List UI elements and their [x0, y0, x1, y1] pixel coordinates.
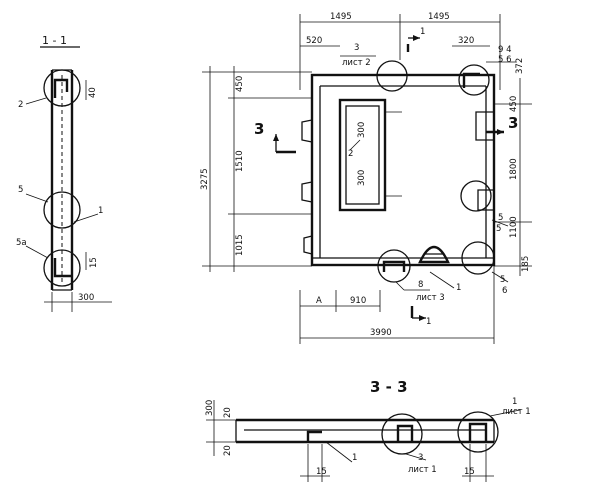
- right-dim-450: 450: [509, 96, 519, 112]
- sheet-ref-top-sheet: лист 2: [342, 58, 371, 68]
- callout-mid-2: 2: [348, 149, 353, 159]
- callout-corner-b: 5 6: [498, 55, 512, 65]
- section-3-3-title: 3 - 3: [370, 378, 408, 396]
- section3-dim-20-bottom: 20: [223, 445, 233, 456]
- right-callout-5c: 5: [500, 275, 505, 285]
- dim-300: 300: [78, 293, 94, 303]
- section3-dim-20-top: 20: [223, 407, 233, 418]
- right-callout-5a: 5: [498, 213, 503, 223]
- detail-circle-right: [460, 180, 492, 212]
- item-1-label: 1: [98, 206, 103, 216]
- detail-circle-br: [461, 241, 495, 275]
- section3-ref-mid-sheet: лист 1: [408, 465, 437, 475]
- left-dim-1015: 1015: [235, 234, 245, 256]
- top-subdim-520: 520: [306, 36, 322, 46]
- right-dim-1800: 1800: [509, 158, 519, 180]
- inner-dim-300-bottom: 300: [357, 170, 367, 186]
- section-mark-3-left: 3: [254, 120, 264, 138]
- right-dim-185: 185: [521, 256, 531, 272]
- left-dim-450: 450: [235, 76, 245, 92]
- right-callout-5b: 5: [496, 224, 501, 234]
- dim-40: 40: [88, 87, 98, 98]
- inner-opening: [338, 98, 387, 212]
- section-1-1-title: 1 - 1: [42, 34, 67, 47]
- dim-15: 15: [89, 257, 99, 268]
- section3-ref-right-num: 1: [512, 397, 517, 407]
- callout-corner-a: 9 4: [498, 45, 512, 55]
- top-dim-right: 1495: [428, 12, 450, 22]
- section3-ref-right-sheet: лист 1: [502, 407, 531, 417]
- section-3-3: 3 - 3 300 20 20 1 1 лист 1 3 лист 1 15: [205, 378, 531, 482]
- section3-dim-300: 300: [205, 400, 215, 416]
- callout-5: 5: [18, 185, 23, 195]
- callout-5a: 5a: [16, 238, 27, 248]
- section-mark-bottom: 1: [426, 317, 431, 327]
- bottom-dim-910: 910: [350, 296, 366, 306]
- overall-left-dim: 3275: [200, 168, 210, 190]
- section3-item-1: 1: [352, 453, 357, 463]
- bottom-callout-8: 8: [418, 280, 423, 290]
- bottom-element: [418, 245, 450, 264]
- section-mark-top: 1: [420, 27, 425, 37]
- callout-2: 2: [18, 100, 23, 110]
- bottom-dim-a: A: [316, 296, 322, 306]
- detail-circle-bottom: [43, 249, 81, 287]
- detail-circle-tl: [376, 60, 408, 92]
- right-callout-6: 6: [502, 286, 507, 296]
- overall-bottom-dim: 3990: [370, 328, 392, 338]
- detail-circle-3-right: [457, 411, 499, 453]
- detail-circle-bl: [377, 249, 411, 283]
- bottom-callout-sheet: лист 3: [416, 293, 445, 303]
- left-dim-1510: 1510: [235, 150, 245, 172]
- detail-circle-3-mid: [381, 413, 423, 455]
- section3-dim-15-left: 15: [316, 467, 327, 477]
- section-1-1: 1 - 1 2 5 5a 1 40 15 300: [16, 34, 112, 312]
- inner-dim-300-top: 300: [357, 122, 367, 138]
- top-dim-left: 1495: [330, 12, 352, 22]
- detail-circle-mid: [43, 191, 81, 229]
- sheet-ref-top-num: 3: [354, 43, 359, 53]
- detail-circle-tr: [458, 64, 490, 96]
- top-subdim-320: 320: [458, 36, 474, 46]
- right-dim-1100: 1100: [509, 216, 519, 238]
- section3-ref-mid-num: 3: [418, 453, 423, 463]
- bottom-callout-item: 1: [456, 283, 461, 293]
- section-mark-3-right: 3: [508, 114, 518, 132]
- detail-circle-top: [43, 69, 81, 107]
- plan-view: 1495 1495 520 320 3 лист 2 1 300 300 2: [200, 12, 532, 344]
- section3-dim-15-right: 15: [464, 467, 475, 477]
- callout-corner-c: 372: [515, 58, 525, 74]
